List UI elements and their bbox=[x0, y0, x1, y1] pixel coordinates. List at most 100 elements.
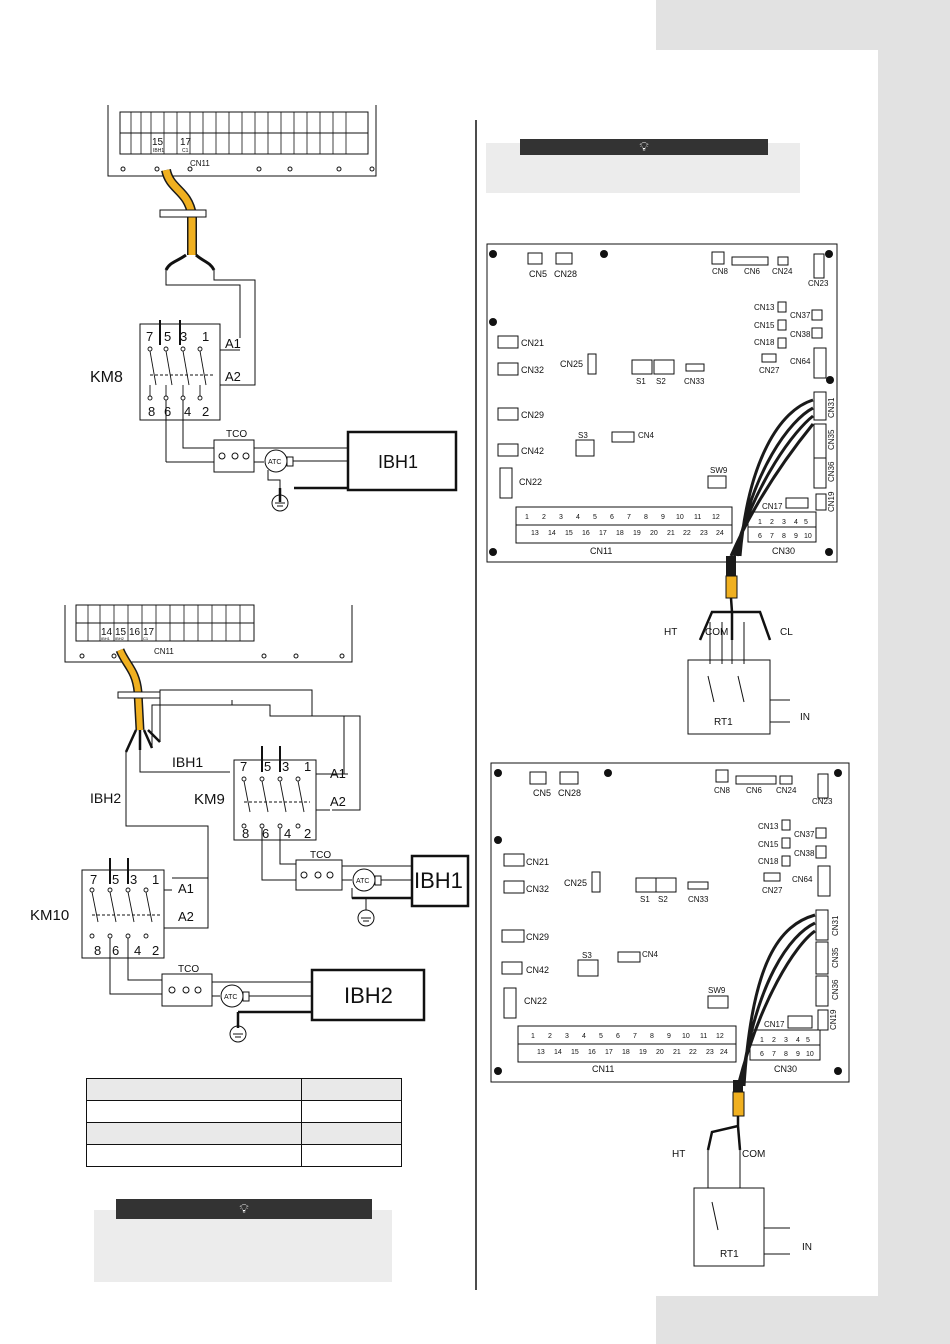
cn19-label: CN19 bbox=[829, 1009, 838, 1030]
sw9-label: SW9 bbox=[710, 466, 728, 475]
terminal-17-sub: C1 bbox=[182, 148, 189, 154]
s1-label: S1 bbox=[640, 895, 650, 904]
cn31-label: CN31 bbox=[827, 397, 836, 418]
terminal-label: 3 bbox=[559, 514, 563, 521]
s3-label: S3 bbox=[578, 431, 588, 440]
cn15-label: CN15 bbox=[758, 840, 779, 849]
contactor-terminal: 6 bbox=[164, 404, 171, 419]
terminal-label: 18 bbox=[616, 530, 624, 537]
terminal-label: 17 bbox=[143, 627, 155, 638]
cn30-label: CN30 bbox=[772, 546, 795, 556]
contactor-terminal: 8 bbox=[94, 943, 101, 958]
terminal-label: 22 bbox=[689, 1049, 697, 1056]
terminal-label: 4 bbox=[794, 519, 798, 526]
cn23-label: CN23 bbox=[812, 797, 833, 806]
terminal-17-label: 17 bbox=[180, 137, 192, 148]
terminal-label: 2 bbox=[548, 1033, 552, 1040]
cn42-label: CN42 bbox=[521, 446, 544, 456]
cn6-label: CN6 bbox=[744, 267, 761, 276]
tco-label: TCO bbox=[178, 964, 199, 975]
contactor-terminal: 2 bbox=[304, 826, 311, 841]
terminal-label: 9 bbox=[794, 533, 798, 540]
terminal-sub: IBH2 bbox=[115, 636, 125, 641]
contactor-terminal: 8 bbox=[148, 404, 155, 419]
wiring-top bbox=[107, 105, 377, 177]
cn18-label: CN18 bbox=[754, 338, 775, 347]
terminal-label: 16 bbox=[129, 627, 141, 638]
contactor-terminal: 5 bbox=[112, 872, 119, 887]
contactor-terminal: 7 bbox=[146, 329, 153, 344]
km10-label: KM10 bbox=[30, 907, 69, 924]
terminal-label: 20 bbox=[650, 530, 658, 537]
cn33-label: CN33 bbox=[684, 377, 705, 386]
cn32-label: CN32 bbox=[521, 365, 544, 375]
terminal-label: 6 bbox=[610, 514, 614, 521]
terminal-label: 10 bbox=[676, 514, 684, 521]
note-header-bottom: 💡︎ bbox=[116, 1199, 372, 1219]
coil-a1-label: A1 bbox=[330, 766, 346, 781]
cn4-label: CN4 bbox=[642, 950, 659, 959]
terminal-label: 12 bbox=[712, 514, 720, 521]
table-row bbox=[86, 1122, 402, 1145]
terminal-label: 19 bbox=[633, 530, 641, 537]
cn27-label: CN27 bbox=[759, 366, 780, 375]
terminal-label: 12 bbox=[716, 1033, 724, 1040]
heater1-label: IBH1 bbox=[414, 868, 463, 893]
cn13-label: CN13 bbox=[758, 822, 779, 831]
terminal-15-sub: IBH1 bbox=[153, 148, 164, 154]
atc-label: ATC bbox=[268, 459, 281, 466]
tco-label: TCO bbox=[226, 429, 247, 440]
terminal-label: 17 bbox=[599, 530, 607, 537]
terminal-label: 7 bbox=[633, 1033, 637, 1040]
cn11-label: CN11 bbox=[592, 1064, 614, 1074]
page-tab-bottom bbox=[656, 1296, 878, 1344]
terminal-label: 7 bbox=[770, 533, 774, 540]
cn17-label: CN17 bbox=[762, 502, 783, 511]
thermostat-ht: HT bbox=[672, 1149, 685, 1160]
terminal-label: 23 bbox=[706, 1049, 714, 1056]
terminal-label: 1 bbox=[760, 1037, 764, 1044]
terminal-label: 1 bbox=[525, 514, 529, 521]
cn35-label: CN35 bbox=[831, 947, 840, 968]
thermostat-in: IN bbox=[802, 1242, 812, 1253]
terminal-label: 8 bbox=[644, 514, 648, 521]
terminal-label: 1 bbox=[531, 1033, 535, 1040]
terminal-label: 15 bbox=[565, 530, 573, 537]
terminal-label: 21 bbox=[667, 530, 675, 537]
cn36-label: CN36 bbox=[831, 979, 840, 1000]
cn5-label: CN5 bbox=[533, 788, 551, 798]
terminal-label: 9 bbox=[667, 1033, 671, 1040]
terminal-label: 18 bbox=[622, 1049, 630, 1056]
contactor-terminal: 2 bbox=[152, 943, 159, 958]
terminal-label: 24 bbox=[720, 1049, 728, 1056]
board-bottom-labels: CN5 CN28 CN8 CN6 CN24 CN23 CN13 CN37 CN1… bbox=[524, 786, 840, 1260]
heater-label: IBH1 bbox=[378, 452, 418, 472]
terminal-label: 19 bbox=[639, 1049, 647, 1056]
cn15-label: CN15 bbox=[754, 321, 775, 330]
terminal-label: 13 bbox=[531, 530, 539, 537]
cn37-label: CN37 bbox=[790, 311, 811, 320]
terminal-label: 3 bbox=[782, 519, 786, 526]
cn36-label: CN36 bbox=[827, 461, 836, 482]
terminal-15-label: 15 bbox=[152, 137, 164, 148]
cn6-label: CN6 bbox=[746, 786, 763, 795]
atc-label: ATC bbox=[356, 878, 369, 885]
cn13-label: CN13 bbox=[754, 303, 775, 312]
cn29-label: CN29 bbox=[521, 410, 544, 420]
terminal-label: 8 bbox=[650, 1033, 654, 1040]
s3-label: S3 bbox=[582, 951, 592, 960]
cn21-label: CN21 bbox=[526, 857, 549, 867]
terminal-label: 4 bbox=[796, 1037, 800, 1044]
terminal-label: 3 bbox=[565, 1033, 569, 1040]
cn4-label: CN4 bbox=[638, 431, 655, 440]
cn28-label: CN28 bbox=[554, 269, 577, 279]
contactor-terminal: 8 bbox=[242, 826, 249, 841]
contactor-terminal: 5 bbox=[164, 329, 171, 344]
terminal-label: 13 bbox=[537, 1049, 545, 1056]
contactor-terminal: 4 bbox=[284, 826, 291, 841]
thermostat-cl: CL bbox=[780, 627, 793, 638]
contactor-terminal: 3 bbox=[180, 329, 187, 344]
terminal-label: 3 bbox=[784, 1037, 788, 1044]
